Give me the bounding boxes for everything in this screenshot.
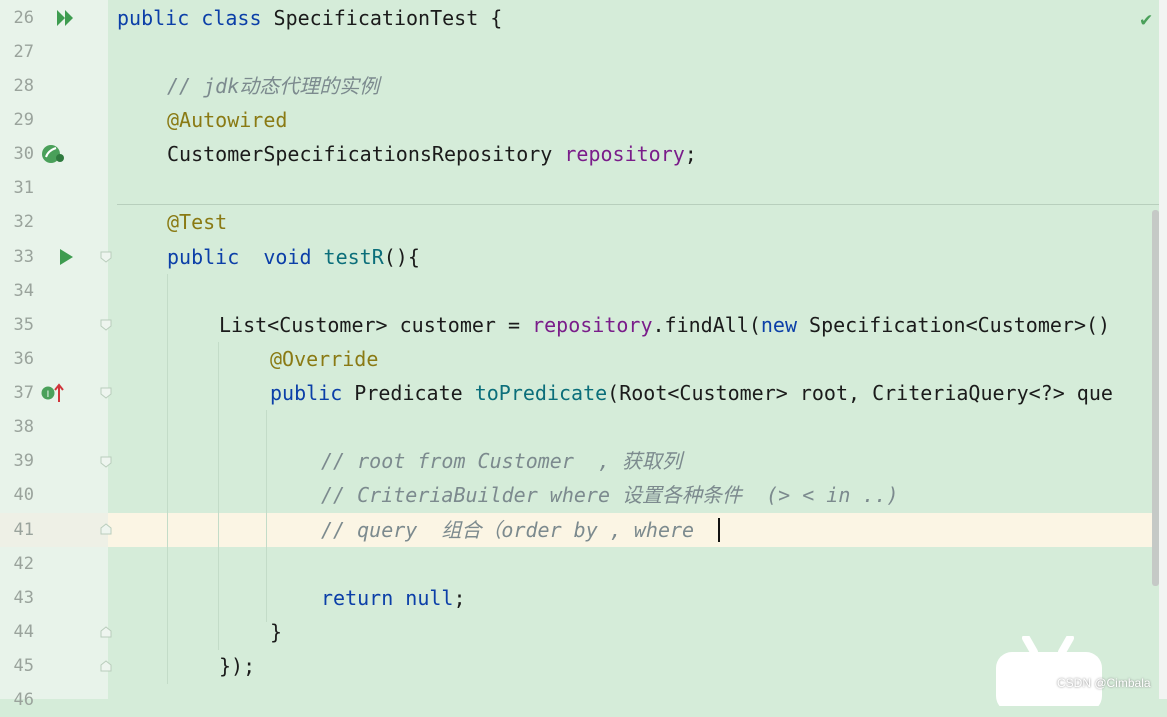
line-number: 27 [13,42,34,62]
code-token: repository [532,313,653,337]
code-token: @Autowired [167,108,288,132]
code-token: // root from Customer , 获取列 [321,449,683,473]
code-line[interactable]: // jdk动态代理的实例 [167,69,379,103]
method-separator [117,204,1159,205]
line-number: 43 [13,588,34,608]
code-token: .findAll( [652,313,761,337]
line-number: 41 [13,520,34,540]
code-line[interactable]: @Autowired [167,103,287,137]
code-token: }); [219,654,256,678]
spring-bean-icon[interactable] [41,143,65,165]
code-token: CustomerSpecificationsRepository [167,142,565,166]
code-token: ; [453,586,466,610]
code-token: (Root<Customer> root, CriteriaQuery<?> q… [607,381,1113,405]
line-number: 30 [13,144,34,164]
indent-guide [266,410,267,622]
vertical-scrollbar[interactable] [1152,210,1159,586]
line-number: 28 [13,76,34,96]
run-test-icon[interactable] [58,248,74,266]
code-token: // jdk动态代理的实例 [167,74,380,98]
code-token: return null [321,586,454,610]
code-token: public void [167,245,324,269]
code-token: Specification<Customer>() [809,313,1111,337]
code-token: @Override [270,347,379,371]
line-number: 26 [13,8,34,28]
line-number: 36 [13,349,34,369]
code-token: repository [564,142,685,166]
line-number: 46 [13,690,34,710]
code-line[interactable]: @Override [270,342,378,376]
line-number: 33 [13,247,34,267]
watermark-logo-icon [996,634,1106,712]
line-number: 29 [13,110,34,130]
line-number: 42 [13,554,34,574]
code-line[interactable]: CustomerSpecificationsRepository reposit… [167,137,697,171]
code-token: @Test [167,210,228,234]
code-token: // query 组合（order by , where [321,518,695,542]
code-token: Predicate [354,381,475,405]
code-line[interactable]: public Predicate toPredicate(Root<Custom… [270,376,1113,410]
code-token: (){ [383,245,420,269]
indent-guide [167,274,168,684]
code-line[interactable]: @Test [167,205,227,239]
code-token: public [270,381,355,405]
code-token: toPredicate [474,381,608,405]
code-token: new [760,313,810,337]
text-caret [718,518,720,542]
code-token: List<Customer> customer = [219,313,533,337]
implements-method-icon[interactable]: I [40,382,66,404]
fold-marker-icon[interactable] [100,456,112,468]
fold-marker-icon[interactable] [100,660,112,672]
indent-guide [218,342,219,650]
fold-marker-icon[interactable] [100,523,112,535]
inspection-ok-icon[interactable]: ✔ [1139,11,1154,31]
code-token: testR [323,245,384,269]
line-number: 44 [13,622,34,642]
line-number: 38 [13,417,34,437]
run-all-tests-icon[interactable] [55,8,77,28]
code-line[interactable]: List<Customer> customer = repository.fin… [219,308,1110,342]
editor-right-margin [1159,0,1167,699]
line-number-gutter[interactable] [0,0,109,699]
code-line[interactable]: public class SpecificationTest { [117,1,502,35]
code-line[interactable]: // root from Customer , 获取列 [321,444,682,478]
line-number: 40 [13,485,34,505]
code-token: SpecificationTest { [273,6,503,30]
line-number: 32 [13,212,34,232]
fold-marker-icon[interactable] [100,251,112,263]
code-editor[interactable] [108,0,1159,699]
code-line[interactable]: // query 组合（order by , where [321,513,694,547]
svg-text:I: I [47,390,50,400]
line-number: 35 [13,315,34,335]
fold-marker-icon[interactable] [100,387,112,399]
code-token: // CriteriaBuilder where 设置各种条件 (> < in … [321,483,899,507]
fold-marker-icon[interactable] [100,626,112,638]
code-line[interactable]: } [270,615,282,649]
current-line-highlight [0,513,1159,547]
line-number: 39 [13,451,34,471]
code-line[interactable]: }); [219,649,255,683]
line-number: 31 [13,178,34,198]
fold-marker-icon[interactable] [100,319,112,331]
line-number: 45 [13,656,34,676]
code-token: } [270,620,283,644]
line-number: 34 [13,281,34,301]
code-token: ; [684,142,697,166]
code-line[interactable]: return null; [321,581,466,615]
code-line[interactable]: public void testR(){ [167,240,420,274]
current-line-gutter-highlight [0,513,108,547]
code-line[interactable]: // CriteriaBuilder where 设置各种条件 (> < in … [321,478,899,512]
code-token: public class [117,6,274,30]
line-number: 37 [13,383,34,403]
watermark-text: CSDN @Cimbala [1057,676,1151,690]
